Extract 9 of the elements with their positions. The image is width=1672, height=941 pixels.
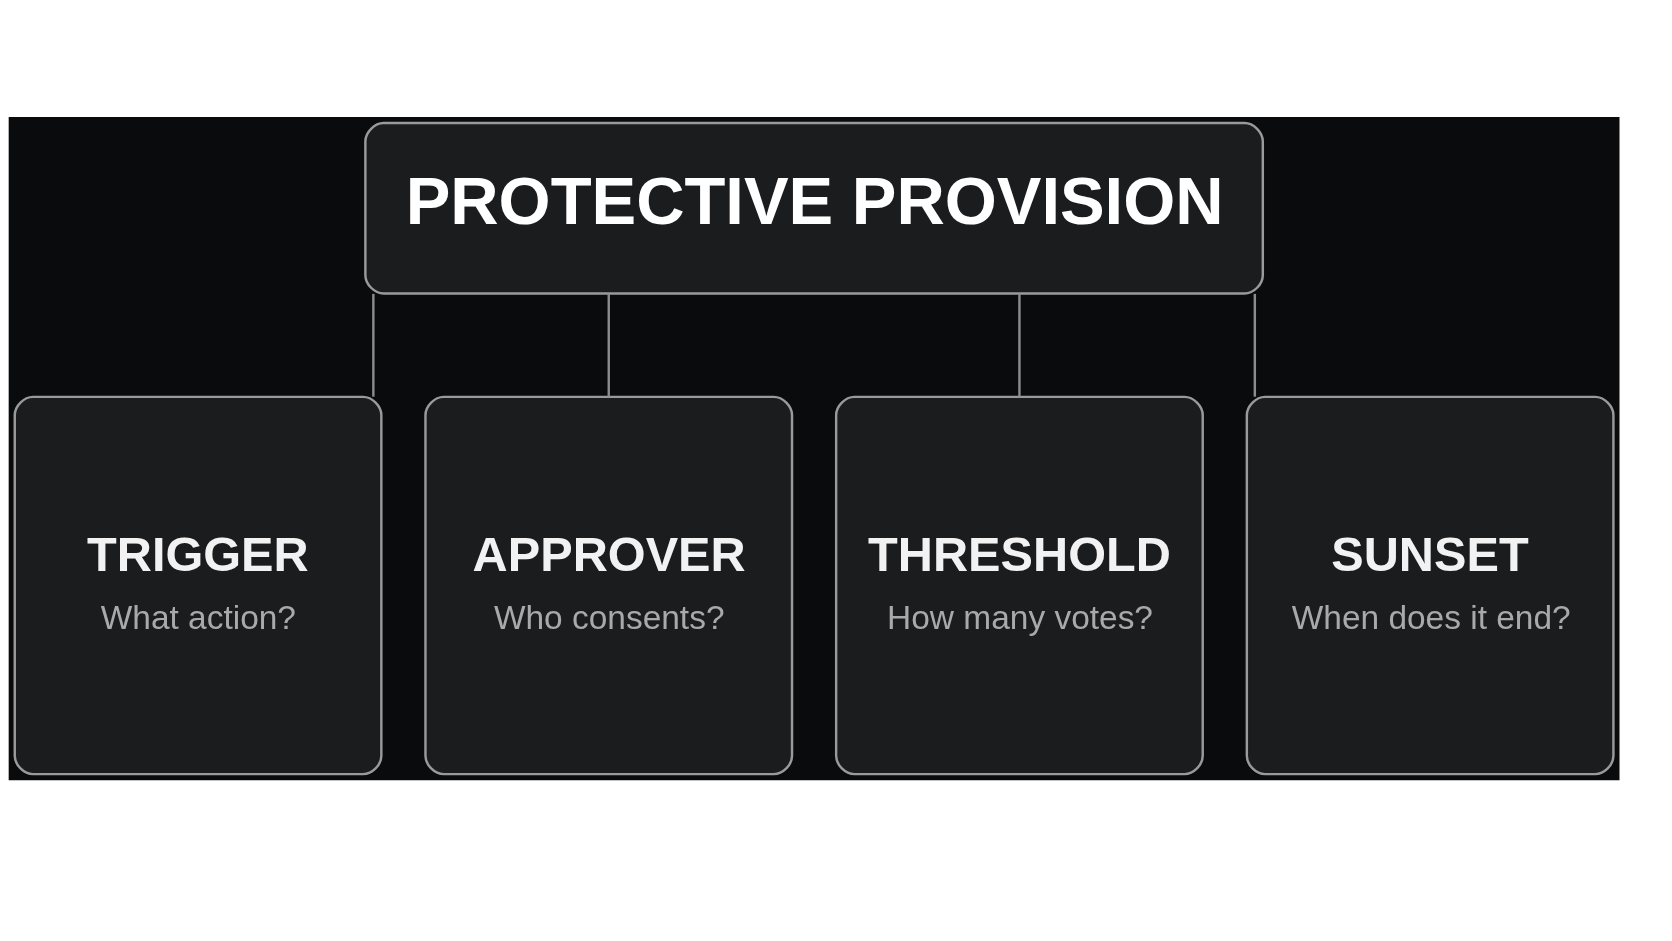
connector: [1018, 293, 1021, 397]
node-box: PROTECTIVE PROVISION: [364, 121, 1265, 295]
node-box: APPROVER Who consents?: [424, 395, 794, 776]
connector: [607, 293, 610, 397]
node-box: TRIGGER What action?: [13, 395, 383, 776]
node-box: SUNSET When does it end?: [1245, 395, 1615, 776]
connector: [1253, 293, 1257, 397]
connector: [372, 293, 375, 397]
node-box: THRESHOLD How many votes?: [834, 395, 1204, 776]
